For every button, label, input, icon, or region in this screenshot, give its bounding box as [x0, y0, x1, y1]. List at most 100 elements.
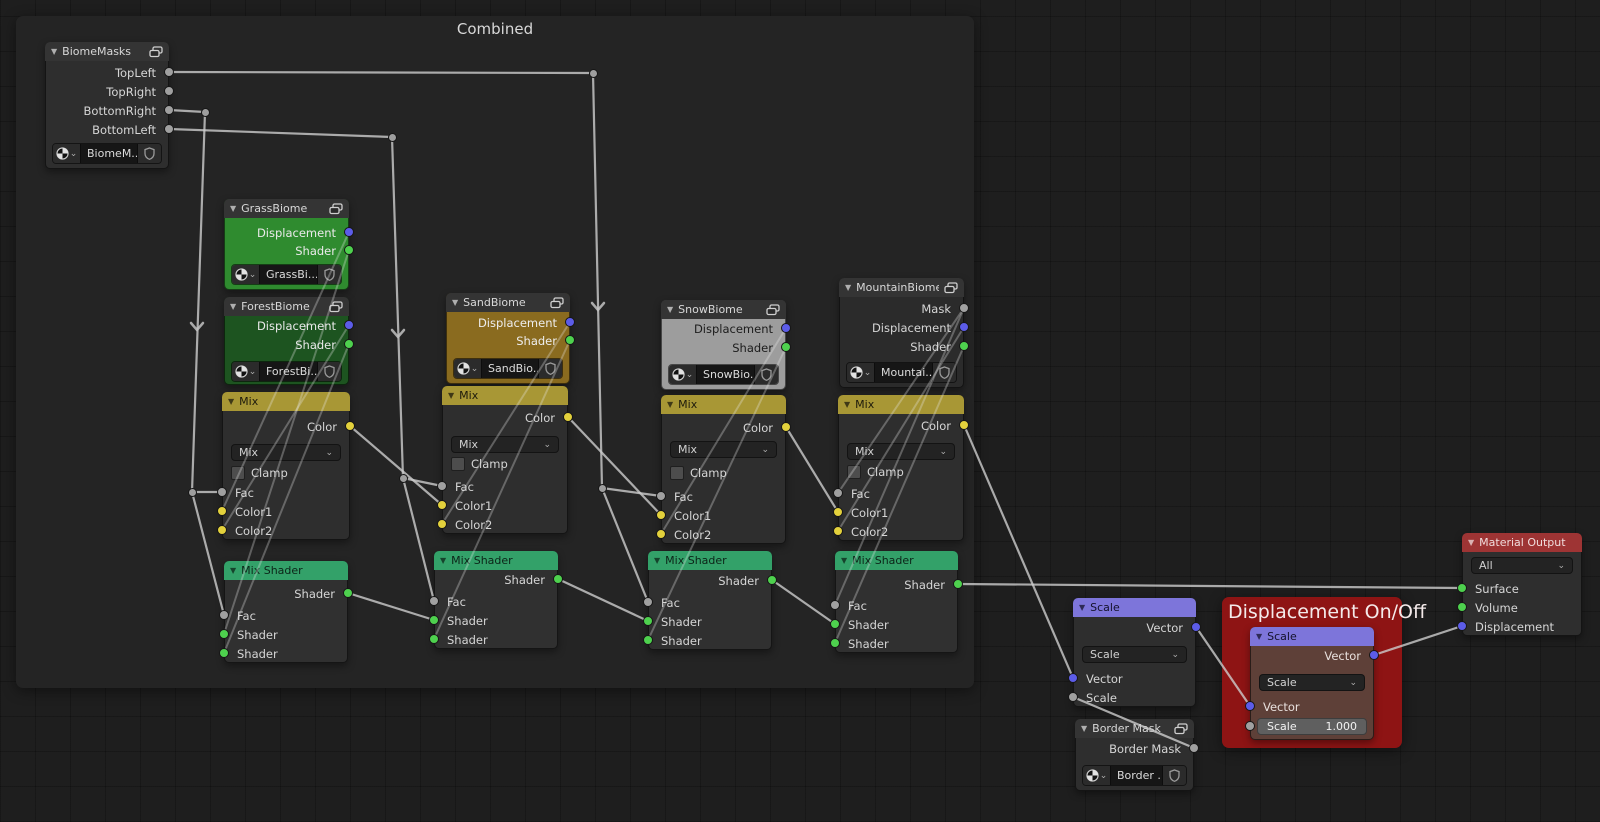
node-header-scale-1[interactable]: ▼Scale: [1073, 598, 1196, 617]
shield-icon: [144, 147, 155, 160]
socket-label-color: Color: [920, 419, 951, 433]
collapse-icon[interactable]: ▼: [1256, 631, 1263, 641]
node-header-mix-2[interactable]: ▼Mix: [442, 386, 568, 405]
collapse-icon[interactable]: ▼: [440, 555, 447, 565]
datablock-browse-button[interactable]: ⌄: [232, 265, 260, 284]
collapse-icon[interactable]: ▼: [1081, 723, 1088, 733]
socket-label-shader: Shader: [447, 614, 488, 628]
collapse-icon[interactable]: ▼: [654, 555, 661, 565]
collapse-icon[interactable]: ▼: [452, 297, 459, 307]
collapse-icon[interactable]: ▼: [844, 399, 851, 409]
datablock-name[interactable]: SnowBio...: [697, 365, 755, 384]
collapse-icon[interactable]: ▼: [1468, 537, 1475, 547]
fake-user-shield-button[interactable]: [1163, 766, 1186, 785]
collapse-icon[interactable]: ▼: [230, 301, 237, 311]
checkbox-clamp[interactable]: [451, 457, 465, 471]
dropdown-mix[interactable]: Mix⌄: [451, 436, 559, 453]
fake-user-shield-button[interactable]: [933, 363, 956, 382]
collapse-icon[interactable]: ▼: [667, 304, 674, 314]
datablock-name[interactable]: Mountai...: [875, 363, 933, 382]
fake-user-shield-button[interactable]: [138, 144, 161, 163]
checkbox-row-clamp[interactable]: Clamp: [847, 464, 904, 480]
checkbox-clamp[interactable]: [670, 466, 684, 480]
collapse-icon[interactable]: ▼: [667, 399, 674, 409]
socket-label-displacement: Displacement: [1475, 620, 1555, 634]
node-header-mix-1[interactable]: ▼Mix: [222, 392, 350, 411]
socket-label-displacement: Displacement: [256, 319, 336, 333]
node-header-mix-3[interactable]: ▼Mix: [661, 395, 786, 414]
node-header-snow-biome[interactable]: ▼SnowBiome: [661, 300, 786, 319]
datablock-name[interactable]: SandBio...: [482, 359, 539, 378]
datablock-name[interactable]: Border ...: [1111, 766, 1163, 785]
datablock-browse-button[interactable]: ⌄: [669, 365, 697, 384]
node-header-mix-4[interactable]: ▼Mix: [838, 395, 964, 414]
checkbox-row-clamp[interactable]: Clamp: [231, 465, 288, 481]
collapse-icon[interactable]: ▼: [51, 46, 58, 56]
node-header-mix-shader-4[interactable]: ▼Mix Shader: [835, 551, 958, 570]
datablock-browse-button[interactable]: ⌄: [232, 362, 260, 381]
collapse-icon[interactable]: ▼: [845, 282, 852, 292]
dropdown-all[interactable]: All⌄: [1471, 557, 1573, 574]
fake-user-shield-button[interactable]: [318, 362, 341, 381]
dropdown-mix[interactable]: Mix⌄: [847, 443, 955, 460]
node-header-forest-biome[interactable]: ▼ForestBiome: [224, 297, 349, 316]
datablock-name[interactable]: ForestBi...: [260, 362, 318, 381]
collapse-icon[interactable]: ▼: [228, 396, 235, 406]
shield-icon: [545, 362, 556, 375]
node-header-border-mask[interactable]: ▼Border Mask: [1075, 719, 1194, 738]
datablock-browse-button[interactable]: ⌄: [53, 144, 81, 163]
node-header-mix-shader-1[interactable]: ▼Mix Shader: [224, 561, 348, 580]
node-header-scale-2[interactable]: ▼Scale: [1250, 627, 1374, 646]
node-header-mountain-biome[interactable]: ▼MountainBiome: [839, 278, 964, 297]
datablock-name[interactable]: BiomeM...: [81, 144, 138, 163]
node-header-grass-biome[interactable]: ▼GrassBiome: [224, 199, 349, 218]
collapse-icon[interactable]: ▼: [230, 565, 237, 575]
node-header-sand-biome[interactable]: ▼SandBiome: [446, 293, 570, 312]
checkbox-clamp[interactable]: [847, 465, 861, 479]
collapse-icon[interactable]: ▼: [1079, 602, 1086, 612]
node-header-material-output[interactable]: ▼Material Output: [1462, 533, 1582, 552]
datablock-name[interactable]: GrassBi...: [260, 265, 318, 284]
collapse-icon[interactable]: ▼: [841, 555, 848, 565]
fake-user-shield-button[interactable]: [539, 359, 562, 378]
collapse-icon[interactable]: ▼: [230, 203, 237, 213]
dropdown-mix[interactable]: Mix⌄: [670, 441, 777, 458]
dropdown-mix[interactable]: Mix⌄: [231, 444, 341, 461]
datablock-browse-button[interactable]: ⌄: [454, 359, 482, 378]
dropdown-scale[interactable]: Scale⌄: [1259, 674, 1365, 691]
fake-user-shield-button[interactable]: [755, 365, 778, 384]
datablock-browse-button[interactable]: ⌄: [1083, 766, 1111, 785]
fake-user-shield-button[interactable]: [318, 265, 341, 284]
collapse-icon[interactable]: ▼: [448, 390, 455, 400]
checkbox-row-clamp[interactable]: Clamp: [451, 456, 508, 472]
checkbox-clamp[interactable]: [231, 466, 245, 480]
node-header-biome-masks[interactable]: ▼BiomeMasks: [45, 42, 169, 61]
checkbox-row-clamp[interactable]: Clamp: [670, 465, 727, 481]
datablock-browse-button[interactable]: ⌄: [847, 363, 875, 382]
dropdown-scale[interactable]: Scale⌄: [1082, 646, 1187, 663]
node-header-mix-shader-3[interactable]: ▼Mix Shader: [648, 551, 772, 570]
node-group-icon: [329, 202, 343, 214]
material-sphere-icon: [235, 365, 248, 378]
node-header-mix-shader-2[interactable]: ▼Mix Shader: [434, 551, 558, 570]
